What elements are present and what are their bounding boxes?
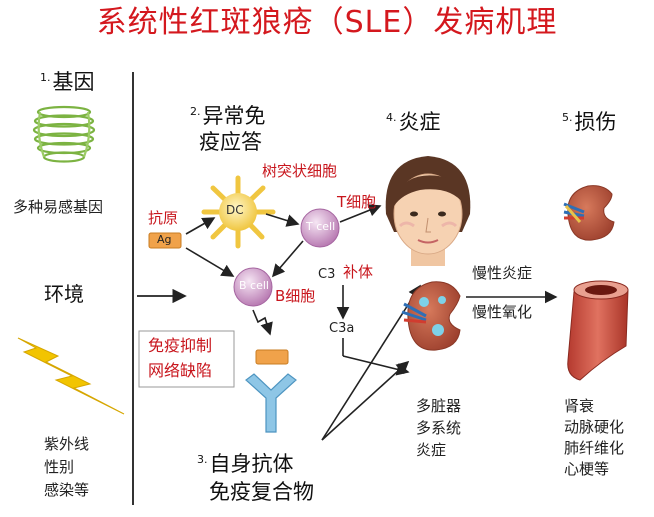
- c3-label: C3: [318, 267, 336, 282]
- damage-kidney-failure: 肾衰: [564, 397, 595, 415]
- antigen-icon: [148, 232, 182, 249]
- damaged-kidney-icon: [563, 185, 615, 241]
- gene-coil-icon: [32, 105, 96, 163]
- section-4-label: 炎症: [398, 110, 441, 134]
- gene-description: 多种易感基因: [13, 198, 104, 216]
- damage-pulmonary-fibrosis: 肺纤维化: [564, 439, 625, 457]
- t-cell-label: T cell: [306, 220, 336, 233]
- artery-icon: [567, 280, 629, 381]
- face-icon: [385, 156, 471, 266]
- chronic-oxidation-label: 慢性氧化: [472, 303, 533, 321]
- section-3-heading: 3.自身抗体: [197, 452, 294, 476]
- environment-label: 环境: [44, 282, 84, 306]
- b-cell-label: B cell: [239, 279, 269, 292]
- dc-to-tcell-arrow: [265, 213, 300, 227]
- plasma-cell-icon: [255, 349, 289, 365]
- defect-line2: 网络缺陷: [148, 361, 213, 380]
- b-cell-icon: [233, 267, 273, 307]
- factor-uv: 紫外线: [44, 435, 90, 453]
- tcell-to-face-arrow: [339, 204, 382, 223]
- section-4-heading: 4.炎症: [386, 110, 441, 134]
- section-1-label: 基因: [52, 70, 95, 94]
- section-2-heading: 2.异常免: [190, 104, 266, 128]
- section-5-heading: 5.损伤: [562, 110, 617, 134]
- section-3-line2: 免疫复合物: [209, 480, 314, 504]
- complement-label: 补体: [343, 263, 374, 281]
- section-2-line1: 异常免: [202, 104, 266, 128]
- factor-infection: 感染等: [44, 481, 90, 499]
- c3a-to-kidney-arrow-2: [342, 355, 410, 376]
- kidney-icon: [401, 281, 461, 351]
- antigen-cn-label: 抗原: [148, 209, 179, 227]
- section-5-label: 损伤: [574, 110, 617, 134]
- ag-to-bcell-arrow: [185, 247, 235, 277]
- defect-line1: 免疫抑制: [148, 336, 213, 355]
- c3a-label: C3a: [329, 321, 355, 336]
- section-2-number: 2.: [190, 105, 201, 118]
- organ-line-1: 多脏器: [416, 397, 462, 415]
- organ-line-3: 炎症: [416, 441, 447, 459]
- section-1-number: 1.: [40, 71, 51, 84]
- lightning-icon: [17, 337, 125, 415]
- antibody-icon: [245, 373, 297, 433]
- organ-line-2: 多系统: [416, 419, 462, 437]
- ab-to-kidney-arrow: [321, 360, 410, 441]
- b-cell-cn-label: B细胞: [275, 287, 316, 305]
- bcell-to-plasma-arrow: [252, 309, 273, 336]
- section-3-number: 3.: [197, 453, 208, 466]
- dc-label: DC: [226, 203, 244, 217]
- t-cell-icon: [300, 208, 340, 248]
- tcell-to-bcell-arrow: [271, 240, 304, 278]
- dendritic-cell-label: 树突状细胞: [262, 162, 338, 180]
- factor-sex: 性别: [44, 458, 75, 476]
- section-5-number: 5.: [562, 111, 573, 124]
- ag-label: Ag: [157, 233, 172, 246]
- page-title: 系统性红斑狼疮（SLE）发病机理: [96, 5, 558, 40]
- section-4-number: 4.: [386, 111, 397, 124]
- section-1-heading: 1.基因: [40, 70, 95, 94]
- ag-to-dc-arrow: [185, 217, 216, 235]
- damage-atherosclerosis: 动脉硬化: [564, 418, 625, 436]
- damage-mi: 心梗等: [564, 460, 610, 478]
- section-3-line1: 自身抗体: [209, 452, 294, 476]
- dendritic-cell-icon: [201, 175, 276, 249]
- t-cell-cn-label: T细胞: [337, 193, 377, 211]
- section-2-line2: 疫应答: [199, 130, 262, 154]
- chronic-inflammation-label: 慢性炎症: [472, 264, 533, 282]
- defect-box: [138, 330, 235, 388]
